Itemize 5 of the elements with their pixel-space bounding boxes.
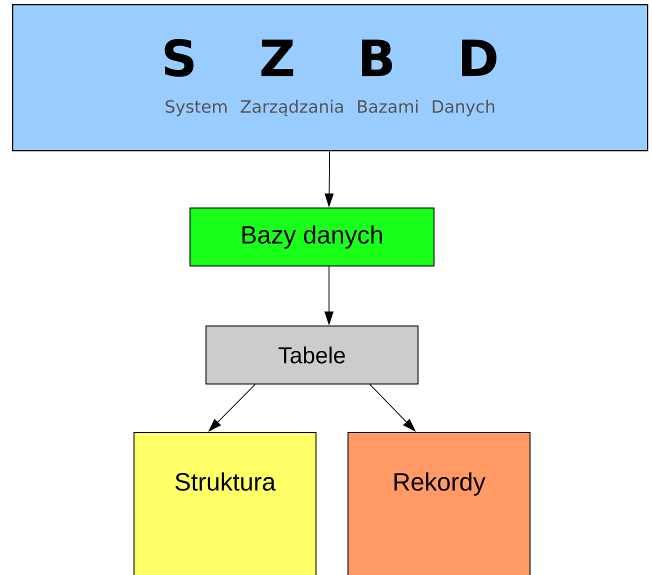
system-box: S Z B D System Zarządzania Bazami Danych: [12, 4, 648, 152]
process-box: Tabele: [206, 326, 418, 384]
process-box: Rekordy: [348, 432, 530, 575]
process-box: Bazy danych: [190, 208, 434, 266]
process-box: Struktura: [134, 432, 316, 575]
